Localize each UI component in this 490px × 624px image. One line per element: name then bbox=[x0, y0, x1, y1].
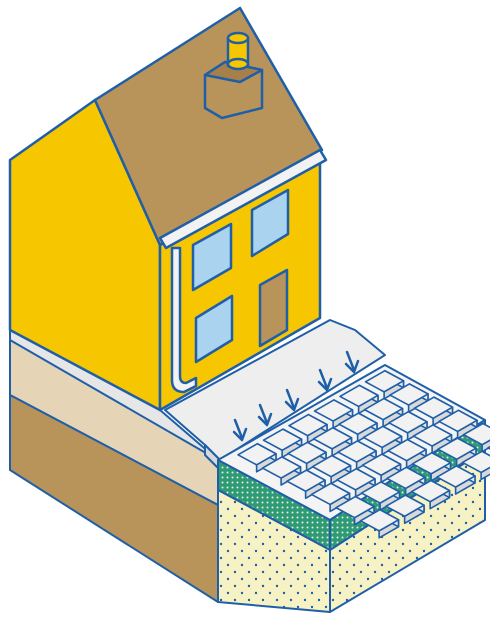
illustration-canvas bbox=[0, 0, 490, 624]
permeable-paving-illustration bbox=[0, 0, 490, 624]
